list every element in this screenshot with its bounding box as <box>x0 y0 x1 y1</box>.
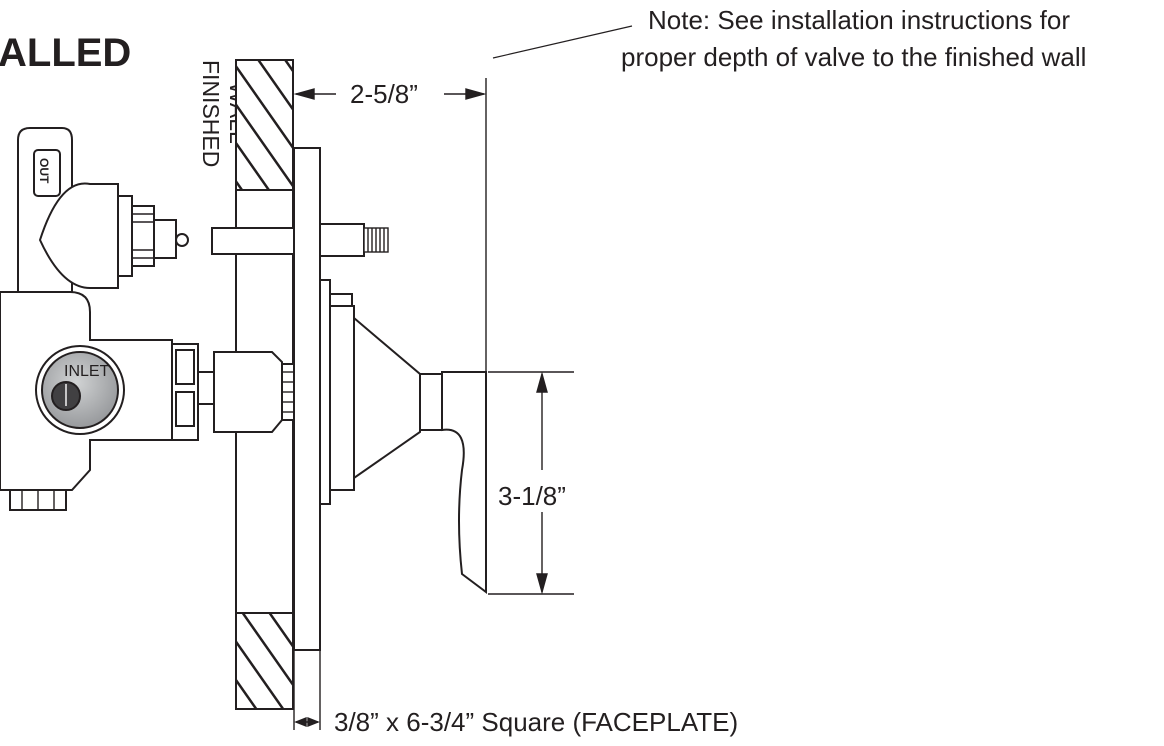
top-stem <box>211 223 389 257</box>
handle-hub <box>419 373 443 431</box>
inlet-hex-lower <box>175 391 195 427</box>
handle-height-label: 3-1/8” <box>498 481 566 511</box>
faceplate-dimension <box>293 650 321 730</box>
handle-height-dimension <box>488 371 574 595</box>
stem-sleeve <box>211 227 295 255</box>
outlet-neck <box>38 182 119 289</box>
outlet-cartridge <box>153 219 177 259</box>
escutcheon-plate <box>329 305 355 491</box>
faceplate <box>293 147 321 651</box>
handle-cone <box>353 315 421 480</box>
finished-wall-line-1: FINISHED <box>198 60 224 167</box>
stem-adapter <box>319 223 365 257</box>
stem-splines <box>363 227 389 253</box>
note-leader-line <box>492 25 633 59</box>
faceplate-dimension-label: 3/8” x 6-3/4” Square (FACEPLATE) <box>334 707 738 737</box>
valve-body <box>0 127 295 511</box>
note-line-1: Note: See installation instructions for <box>648 5 1070 35</box>
note-line-2: proper depth of valve to the finished wa… <box>621 42 1086 72</box>
wall-section-upper <box>235 59 294 191</box>
inlet-hex <box>175 349 195 385</box>
page-title: ALLED <box>0 31 131 75</box>
outlet-label-plate <box>33 149 61 197</box>
outlet-label-text: OUT <box>37 158 51 184</box>
inlet-bonnet <box>213 351 283 433</box>
depth-dimension <box>293 78 487 372</box>
inlet-spacer <box>197 371 215 405</box>
escutcheon-spacer <box>319 279 331 505</box>
stem-pin-hole <box>175 233 189 247</box>
outlet-fitting <box>131 205 155 267</box>
depth-dimension-label: 2-5/8” <box>350 79 418 109</box>
inlet-label: INLET <box>64 363 110 380</box>
handle-lever <box>441 371 487 594</box>
handle-assembly <box>319 279 487 594</box>
wall-section-lower <box>235 612 294 710</box>
outlet-nut <box>117 195 133 277</box>
outlet-label: OUT <box>37 158 51 184</box>
